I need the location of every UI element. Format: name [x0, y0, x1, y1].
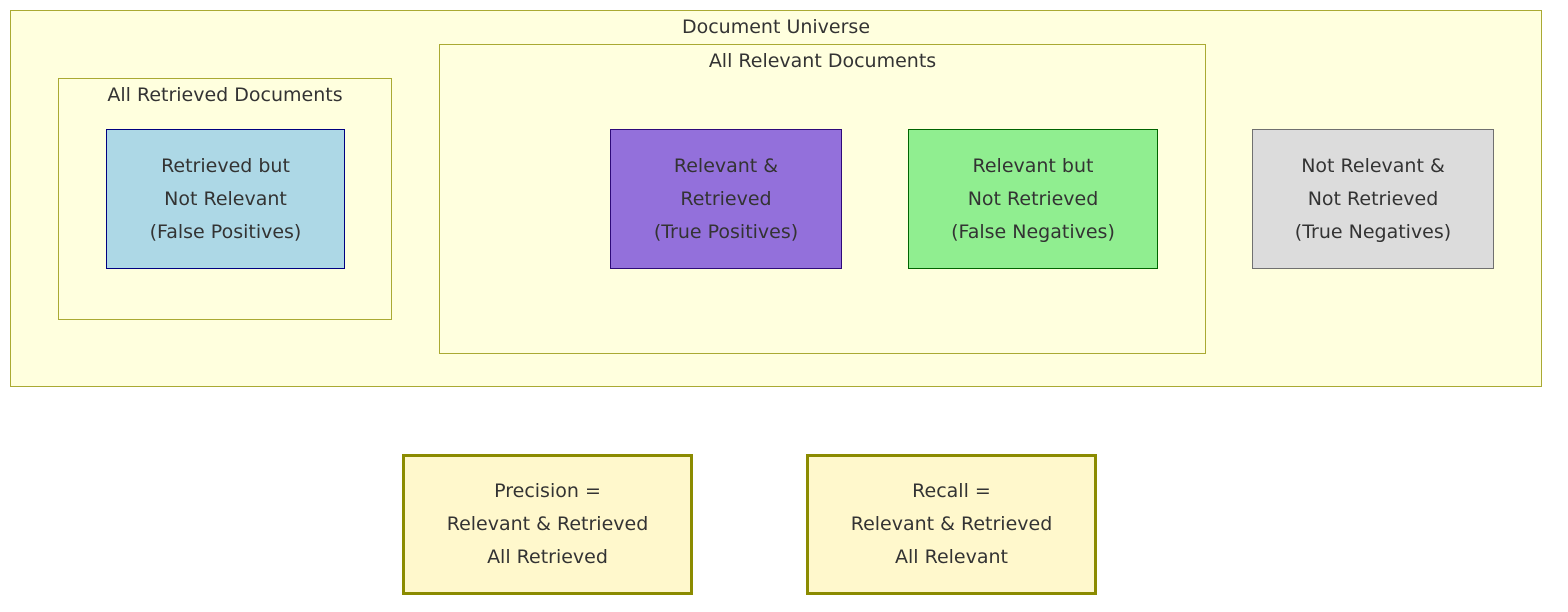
node-label-line: Not Retrieved	[967, 187, 1099, 210]
precision-formula-node: Precision = Relevant & Retrieved All Ret…	[402, 454, 693, 595]
formula-line: All Relevant	[895, 546, 1008, 568]
node-label-line: Retrieved	[680, 187, 772, 210]
node-label-line: Not Retrieved	[1307, 187, 1439, 210]
formula-line: Recall =	[912, 480, 991, 502]
node-label-line: Not Relevant	[164, 187, 287, 210]
node-label-line: Not Relevant &	[1301, 154, 1445, 177]
all-relevant-documents-title: All Relevant Documents	[708, 50, 937, 72]
node-label-line: (True Negatives)	[1294, 220, 1452, 243]
formula-line: Precision =	[494, 480, 601, 502]
true-negatives-node: Not Relevant & Not Retrieved (True Negat…	[1252, 129, 1494, 269]
false-negatives-node: Relevant but Not Retrieved (False Negati…	[908, 129, 1158, 269]
node-label-line: Retrieved but	[161, 154, 290, 177]
true-positives-node: Relevant & Retrieved (True Positives)	[610, 129, 842, 269]
node-label-line: Relevant but	[972, 154, 1094, 177]
false-positives-node: Retrieved but Not Relevant (False Positi…	[106, 129, 345, 269]
formula-line: Relevant & Retrieved	[446, 513, 649, 535]
node-label-line: (False Negatives)	[951, 220, 1115, 243]
document-universe-title: Document Universe	[681, 16, 871, 38]
formula-line: Relevant & Retrieved	[850, 513, 1053, 535]
formula-line: All Retrieved	[487, 546, 608, 568]
node-label-line: (True Positives)	[653, 220, 799, 243]
recall-formula-node: Recall = Relevant & Retrieved All Releva…	[806, 454, 1097, 595]
node-label-line: (False Positives)	[149, 220, 302, 243]
node-label-line: Relevant &	[673, 154, 779, 177]
all-retrieved-documents-title: All Retrieved Documents	[107, 84, 343, 106]
